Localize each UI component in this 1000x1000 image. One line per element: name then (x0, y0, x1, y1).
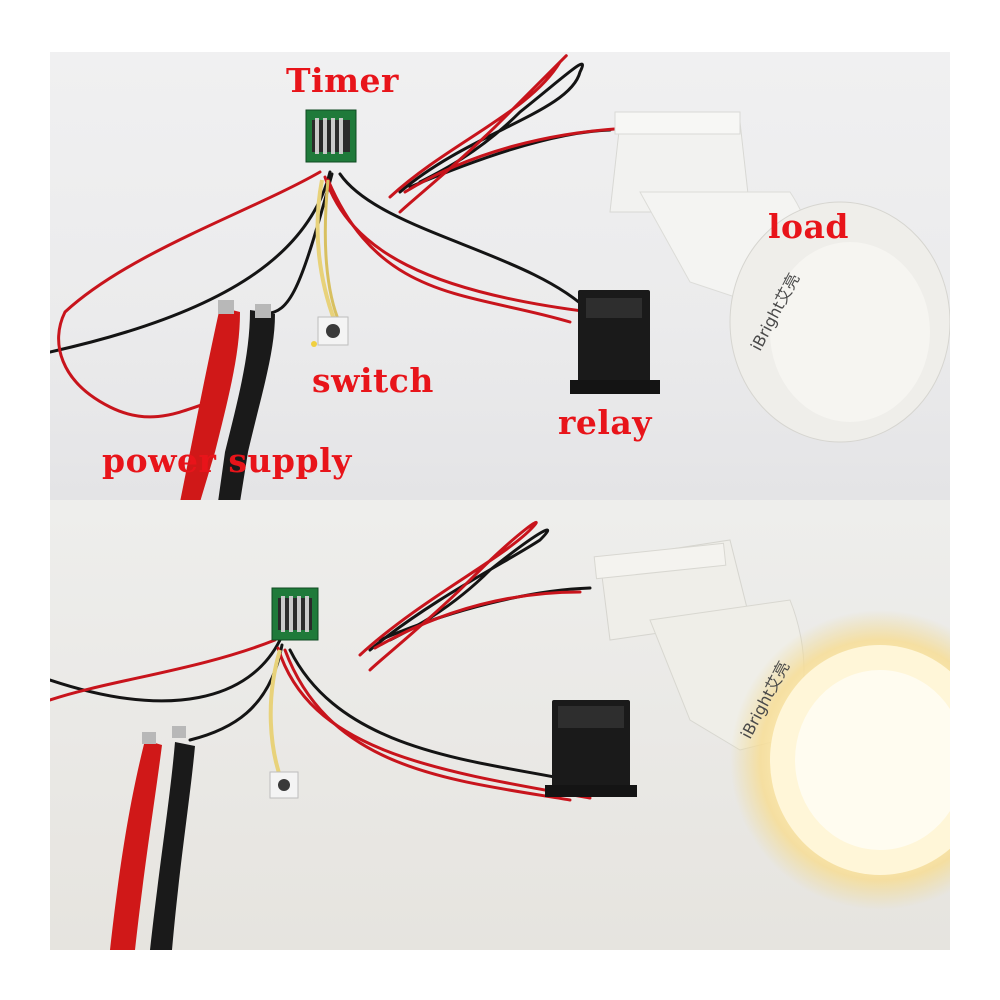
switch-wires (315, 179, 342, 325)
label-switch: switch (312, 361, 434, 400)
label-load: load (768, 207, 850, 246)
light-bulb-off: iBright艾亮 (609, 111, 950, 443)
label-timer: Timer (286, 61, 399, 100)
push-switch (311, 316, 349, 347)
circuit-photo-on: iBright艾亮 (50, 520, 950, 950)
switch-wires-on (268, 649, 284, 783)
label-power-supply: power supply (102, 441, 352, 480)
label-relay: relay (558, 403, 652, 442)
black-wires-on (50, 528, 592, 782)
relay (570, 290, 660, 394)
alligator-clips-on (110, 726, 195, 950)
circuit-photo-off: iBright艾亮 (50, 54, 950, 500)
timer-board (305, 109, 357, 163)
alligator-clips (180, 300, 275, 500)
timer-board-on (271, 587, 319, 641)
photo-panel-bulb-off: iBright艾亮 Timer load switch relay power … (50, 52, 950, 500)
red-wires-on (50, 520, 592, 802)
relay-on (545, 700, 637, 797)
photo-panel-bulb-on: iBright艾亮 (50, 500, 950, 950)
push-switch-on (269, 771, 299, 799)
light-bulb-on: iBright艾亮 (593, 539, 950, 910)
red-wires (57, 54, 632, 419)
